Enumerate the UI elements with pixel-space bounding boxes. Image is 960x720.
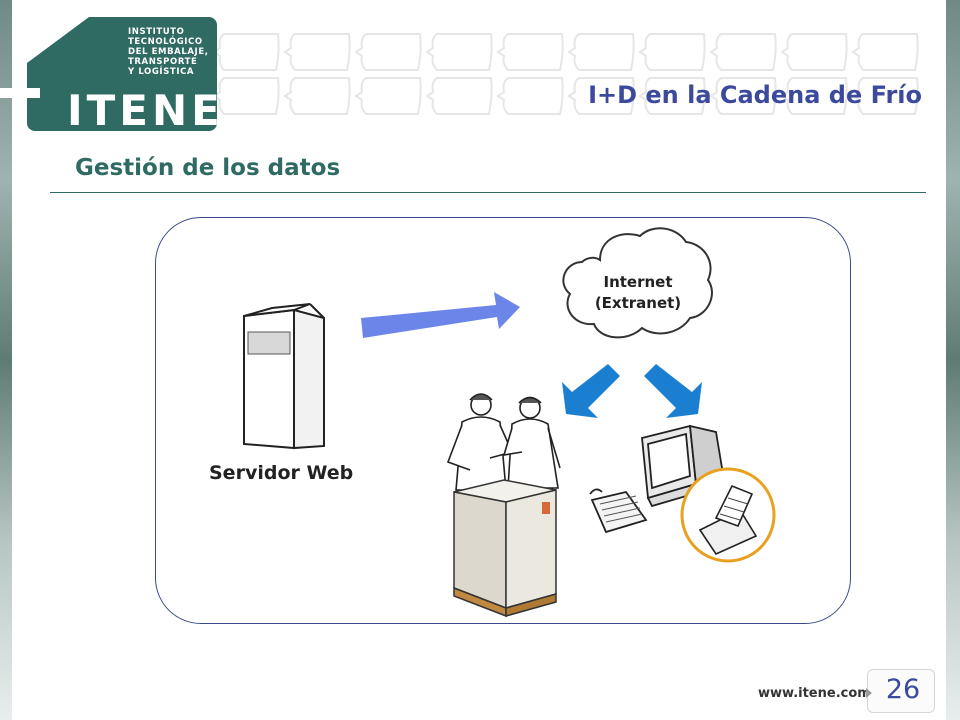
page-pointer-icon (866, 688, 872, 698)
header-pattern-tab (354, 33, 422, 71)
pallet-box-icon (453, 479, 557, 618)
logo-line-3: DEL EMBALAJE, (128, 47, 209, 57)
header-pattern-tab (638, 77, 706, 115)
server-label: Servidor Web (209, 462, 354, 484)
logo-dash (0, 88, 40, 98)
internet-cloud-icon (562, 227, 713, 339)
left-decorative-strip (0, 0, 12, 720)
arrow-down-left-icon (562, 364, 620, 418)
logo-wordmark: ITENE (67, 86, 224, 135)
cloud-label: Internet (Extranet) (568, 272, 708, 314)
header-pattern-tab (283, 33, 351, 71)
header-pattern (212, 33, 919, 115)
header-pattern-tab (425, 33, 493, 71)
server-icon (243, 303, 325, 450)
course-title: I+D en la Cadena de Frío (588, 81, 922, 109)
title-divider (50, 192, 926, 193)
header-pattern-tab (638, 33, 706, 71)
footer-url: www.itene.com (758, 686, 871, 701)
cloud-label-line2: (Extranet) (594, 294, 682, 312)
header-pattern-tab (496, 77, 564, 115)
logo-line-5: Y LOGÍSTICA (128, 67, 195, 77)
data-flow-arrow (361, 292, 520, 338)
header-pattern-tab (283, 77, 351, 115)
handheld-reader-badge (680, 467, 776, 563)
header-pattern-tab (425, 77, 493, 115)
page-number-box (867, 669, 935, 713)
header-pattern-tab (212, 33, 280, 71)
header-pattern-tab (212, 77, 280, 115)
right-decorative-strip (946, 0, 960, 720)
header-pattern-tab (709, 33, 777, 71)
header-pattern-tab (709, 77, 777, 115)
logo-line-1: INSTITUTO (128, 27, 185, 37)
header-pattern-tab (354, 77, 422, 115)
header-pattern-tab (780, 77, 848, 115)
slide-title: Gestión de los datos (75, 155, 341, 181)
header-pattern-tab (496, 33, 564, 71)
header-pattern-tab (567, 77, 635, 115)
header-pattern-tab (851, 77, 919, 115)
cloud-label-line1: Internet (603, 273, 673, 291)
header-pattern-tab (780, 33, 848, 71)
diagram-frame (155, 217, 851, 624)
header-pattern-tab (567, 33, 635, 71)
workers-illustration (446, 393, 561, 491)
arrow-down-right-icon (644, 364, 702, 418)
logo-line-4: TRANSPORTE (128, 57, 198, 67)
header-pattern-tab (851, 33, 919, 71)
logo-notch-shape (27, 17, 89, 63)
logo-line-2: TECNOLÓGICO (128, 37, 203, 47)
page-number: 26 (885, 674, 921, 705)
